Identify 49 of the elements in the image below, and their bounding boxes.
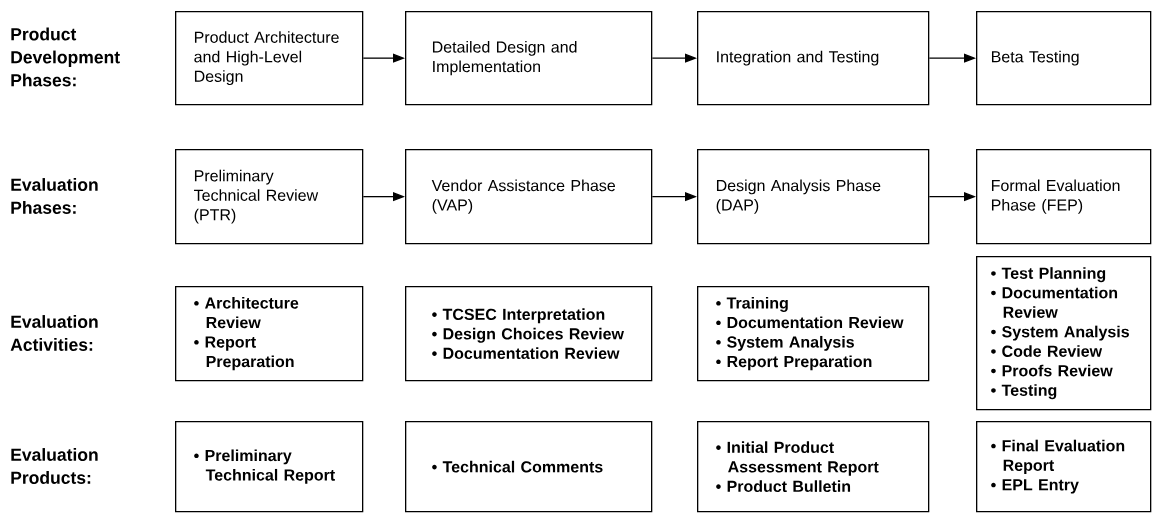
phase-box: [405, 11, 653, 106]
bullet-item: • Product Bulletin: [716, 480, 851, 492]
list-box: [697, 421, 930, 513]
bullet-item: • Report Preparation: [194, 336, 294, 371]
box-text: Formal Evaluation Phase (FEP): [992, 179, 1120, 214]
phase-box: [697, 11, 930, 106]
bullet-item: • Report Preparation: [716, 355, 872, 371]
phase-box: [405, 149, 653, 245]
bullet-item: • Proofs Review: [991, 364, 1113, 377]
list-box: [175, 421, 364, 513]
bullet-item: • Architecture Review: [194, 296, 299, 329]
bullet-item: • Training: [716, 296, 788, 312]
row-heading: Evaluation Products:: [11, 448, 98, 484]
box-text: Preliminary Technical Review (PTR): [194, 169, 319, 224]
phase-box: [697, 149, 930, 245]
phase-box: [976, 149, 1152, 245]
bullet-item: • Code Review: [991, 345, 1103, 357]
box-text: Integration and Testing: [717, 50, 879, 66]
bullet-item: • System Analysis: [991, 325, 1129, 341]
row-heading: Evaluation Activities:: [10, 315, 98, 351]
bullet-item: • Documentation Review: [432, 347, 620, 359]
phase-box: [175, 149, 364, 245]
bullet-item: • Technical Comments: [432, 460, 603, 473]
list-box: [175, 286, 364, 382]
bullet-item: • Design Choices Review: [432, 327, 624, 343]
bullet-item: • Initial Product Assessment Report: [716, 441, 879, 476]
box-text: Design Analysis Phase (DAP): [716, 179, 881, 214]
bullet-item: • TCSEC Interpretation: [432, 308, 605, 324]
bullet-item: • Documentation Review: [716, 316, 904, 329]
list-box: [976, 421, 1152, 513]
list-box: [405, 421, 653, 513]
box-text: Beta Testing: [992, 50, 1079, 66]
list-box: [976, 256, 1152, 411]
list-box: [697, 286, 930, 382]
bullet-item: • Final Evaluation Report: [991, 439, 1125, 475]
bullet-item: • System Analysis: [716, 335, 854, 351]
row-heading: Evaluation Phases:: [11, 178, 98, 214]
list-box: [405, 286, 653, 382]
bullet-item: • Preliminary Technical Report: [194, 449, 335, 484]
box-text: Product Architecture and High-Level Design: [194, 31, 339, 86]
box-text: Detailed Design and Implementation: [432, 40, 577, 76]
row-heading: Product Development Phases:: [11, 27, 120, 87]
phase-box: [175, 11, 364, 106]
bullet-item: • Test Planning: [991, 267, 1106, 283]
bullet-item: • EPL Entry: [991, 479, 1079, 494]
phase-box: [976, 11, 1152, 106]
box-text: Vendor Assistance Phase (VAP): [431, 179, 616, 214]
bullet-item: • Testing: [991, 384, 1057, 400]
bullet-item: • Documentation Review: [991, 286, 1118, 318]
